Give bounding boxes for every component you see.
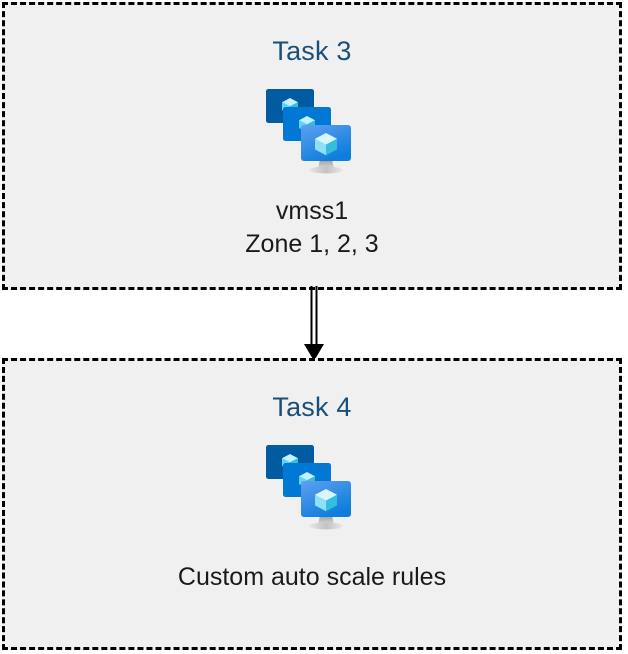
vm-scale-set-icon (264, 87, 360, 177)
task-box-task-4: Task 4 (2, 358, 622, 650)
task-heading: Task 3 (272, 36, 352, 66)
double-line-arrow-icon (296, 286, 332, 362)
caption-line-zones: Zone 1, 2, 3 (245, 229, 379, 258)
task-caption-block: Custom auto scale rules (178, 561, 446, 594)
task-caption-block: vmss1 Zone 1, 2, 3 (245, 195, 378, 260)
task-box-task-3: Task 3 (2, 2, 622, 290)
task-heading: Task 4 (272, 392, 352, 422)
vm-scale-set-icon (264, 443, 360, 533)
caption-line-rules: Custom auto scale rules (177, 563, 447, 591)
caption-line-name: vmss1 (275, 197, 349, 225)
